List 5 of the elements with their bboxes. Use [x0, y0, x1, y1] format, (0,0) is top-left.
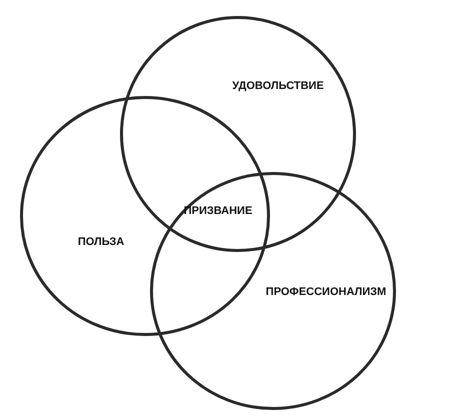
- circle-label: ПОЛЬЗА: [78, 236, 124, 248]
- venn-circle: [150, 172, 396, 410]
- intersection-label: ПРИЗВАНИЕ: [184, 205, 252, 217]
- circle-label: УДОВОЛЬСТВИЕ: [232, 80, 324, 92]
- circle-label: ПРОФЕССИОНАЛИЗМ: [266, 286, 386, 298]
